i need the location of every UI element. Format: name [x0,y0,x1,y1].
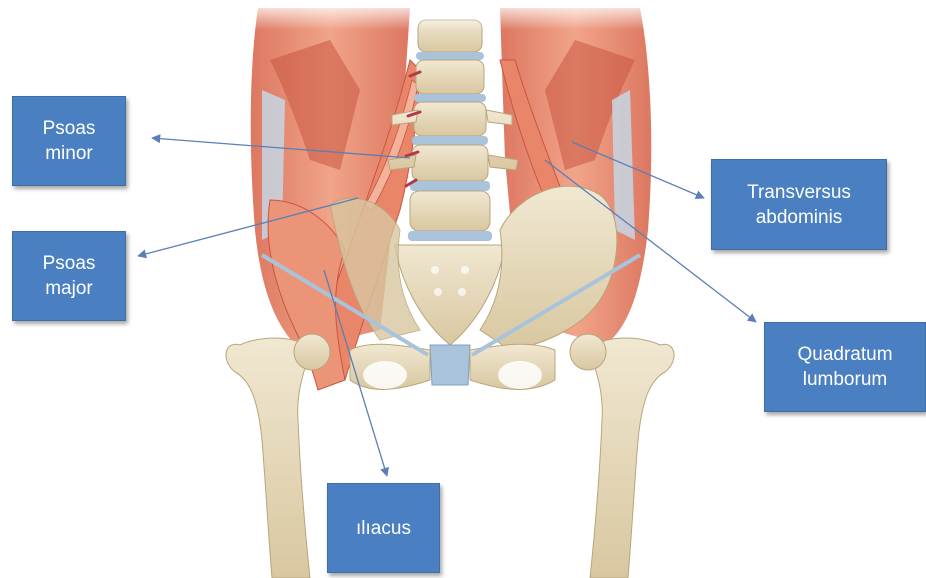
label-transversus-abdominis: Transversus abdominis [711,159,887,250]
vertebra-l5 [410,191,490,231]
vertebra-l3 [414,102,486,136]
disc-2 [414,94,486,102]
vertebra-l4 [412,145,488,181]
obturator-foramen-right [498,361,542,389]
disc-4 [410,181,490,191]
obturator-foramen-left [363,361,407,389]
top-fade [230,0,680,30]
left-femur [226,338,310,578]
vertebra-l2 [416,60,484,94]
sacral-foramen [461,266,469,274]
disc-3 [412,136,488,145]
left-femoral-head [294,334,330,370]
label-psoas-major: Psoas major [12,231,126,321]
label-quadratum-lumborum: Quadratum lumborum [764,322,926,412]
right-femoral-head [570,334,606,370]
label-iliacus: ılıacus [327,483,440,573]
sacral-foramen [434,288,442,296]
sacral-foramen [431,266,439,274]
label-psoas-minor: Psoas minor [12,96,126,186]
disc-1 [416,52,484,60]
right-femur [590,338,674,578]
pubic-symphysis [430,345,470,385]
sacral-foramen [458,288,466,296]
disc-5 [408,231,492,241]
